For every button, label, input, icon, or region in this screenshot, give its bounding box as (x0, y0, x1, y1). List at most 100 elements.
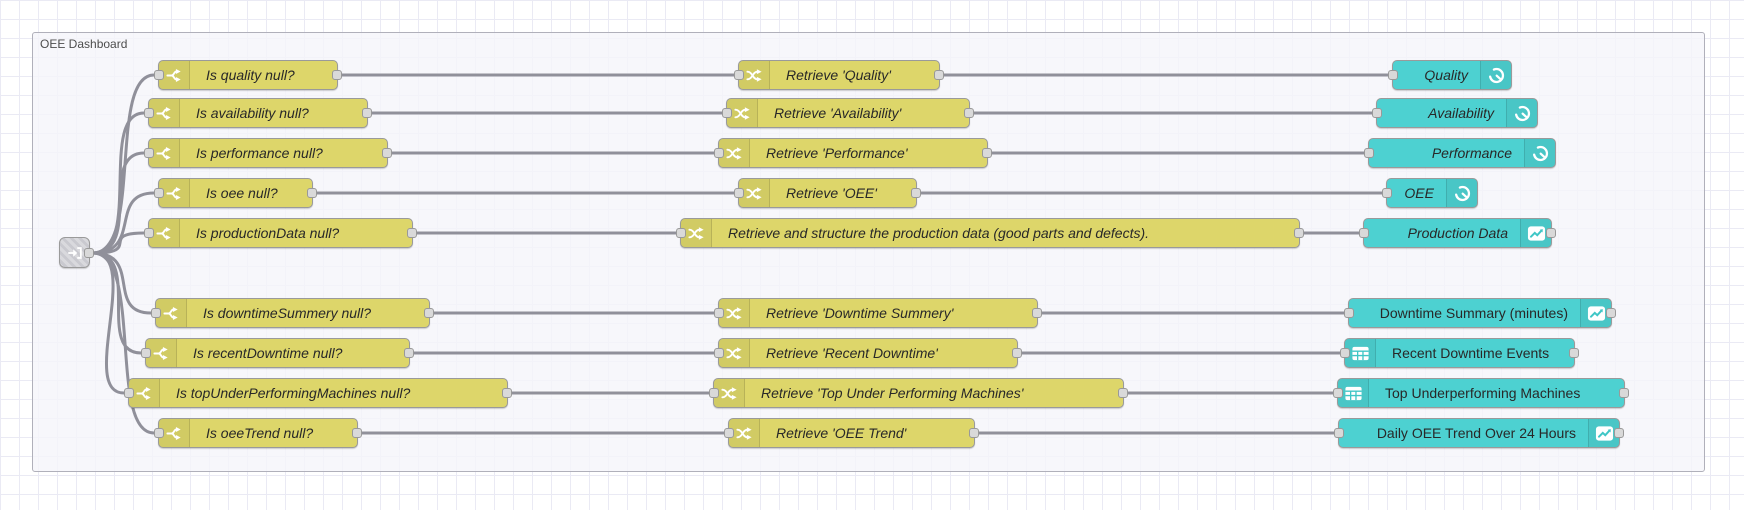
switch-node[interactable]: Is recentDowntime null? (141, 338, 414, 368)
input-port[interactable] (722, 108, 732, 118)
link-output-port[interactable] (84, 247, 94, 258)
link-in-icon (66, 244, 84, 262)
switch-node-label: Is recentDowntime null? (193, 345, 343, 361)
input-port[interactable] (734, 188, 744, 198)
switch-node[interactable]: Is productionData null? (144, 218, 417, 248)
output-port[interactable] (382, 148, 392, 158)
change-node[interactable]: Retrieve 'Availability' (722, 98, 974, 128)
input-port[interactable] (714, 308, 724, 318)
input-port[interactable] (734, 70, 744, 80)
change-node[interactable]: Retrieve 'Quality' (734, 60, 944, 90)
switch-node[interactable]: Is oee null? (154, 178, 317, 208)
gauge-icon (1480, 61, 1511, 89)
dashboard-ui-node-label: Quality (1424, 67, 1468, 83)
output-port[interactable] (407, 228, 417, 238)
output-port[interactable] (1614, 428, 1624, 438)
output-port[interactable] (362, 108, 372, 118)
change-node-label: Retrieve and structure the production da… (728, 225, 1150, 241)
input-port[interactable] (1344, 308, 1354, 318)
wire[interactable] (91, 251, 143, 355)
output-port[interactable] (964, 108, 974, 118)
output-port[interactable] (982, 148, 992, 158)
input-port[interactable] (154, 70, 164, 80)
output-port[interactable] (1118, 388, 1128, 398)
input-port[interactable] (151, 308, 161, 318)
input-port[interactable] (1359, 228, 1369, 238)
dashboard-ui-node[interactable]: Quality (1388, 60, 1512, 90)
input-port[interactable] (144, 228, 154, 238)
input-port[interactable] (714, 348, 724, 358)
change-node[interactable]: Retrieve 'Top Under Performing Machines' (709, 378, 1128, 408)
input-port[interactable] (676, 228, 686, 238)
gauge-icon (1446, 179, 1477, 207)
change-node[interactable]: Retrieve 'Performance' (714, 138, 992, 168)
wire[interactable] (91, 151, 146, 255)
output-port[interactable] (911, 188, 921, 198)
input-port[interactable] (141, 348, 151, 358)
dashboard-ui-node[interactable]: Top Underperforming Machines (1333, 378, 1629, 408)
input-port[interactable] (124, 388, 134, 398)
change-node-label: Retrieve 'OEE' (786, 185, 877, 201)
gauge-icon (1506, 99, 1537, 127)
output-port[interactable] (1546, 228, 1556, 238)
dashboard-ui-node[interactable]: Recent Downtime Events (1340, 338, 1579, 368)
switch-node[interactable]: Is quality null? (154, 60, 342, 90)
change-node[interactable]: Retrieve 'OEE' (734, 178, 921, 208)
switch-icon (159, 419, 190, 447)
input-port[interactable] (1372, 108, 1382, 118)
input-port[interactable] (714, 148, 724, 158)
change-node[interactable]: Retrieve 'Recent Downtime' (714, 338, 1022, 368)
wire[interactable] (91, 231, 146, 255)
wire[interactable] (91, 251, 156, 435)
input-port[interactable] (1364, 148, 1374, 158)
change-node[interactable]: Retrieve 'OEE Trend' (724, 418, 979, 448)
input-port[interactable] (1382, 188, 1392, 198)
input-port[interactable] (154, 428, 164, 438)
switch-node[interactable]: Is oeeTrend null? (154, 418, 362, 448)
switch-node[interactable]: Is performance null? (144, 138, 392, 168)
input-port[interactable] (724, 428, 734, 438)
output-port[interactable] (424, 308, 434, 318)
input-port[interactable] (144, 108, 154, 118)
gauge-icon (1524, 139, 1555, 167)
dashboard-ui-node[interactable]: Performance (1364, 138, 1556, 168)
output-port[interactable] (1032, 308, 1042, 318)
input-port[interactable] (144, 148, 154, 158)
output-port[interactable] (934, 70, 944, 80)
output-port[interactable] (1294, 228, 1304, 238)
dashboard-ui-node[interactable]: Downtime Summary (minutes) (1344, 298, 1616, 328)
switch-node-label: Is performance null? (196, 145, 323, 161)
output-port[interactable] (332, 70, 342, 80)
output-port[interactable] (502, 388, 512, 398)
dashboard-ui-node[interactable]: Production Data (1359, 218, 1556, 248)
dashboard-ui-node[interactable]: Availability (1372, 98, 1538, 128)
input-port[interactable] (154, 188, 164, 198)
table-icon (1338, 379, 1369, 407)
switch-node[interactable]: Is topUnderPerformingMachines null? (124, 378, 512, 408)
output-port[interactable] (1619, 388, 1629, 398)
input-port[interactable] (709, 388, 719, 398)
switch-node[interactable]: Is availability null? (144, 98, 372, 128)
switch-icon (149, 99, 180, 127)
output-port[interactable] (1012, 348, 1022, 358)
input-port[interactable] (1388, 70, 1398, 80)
output-port[interactable] (969, 428, 979, 438)
dashboard-ui-node[interactable]: OEE (1382, 178, 1478, 208)
link-in-node[interactable] (59, 237, 94, 268)
output-port[interactable] (1569, 348, 1579, 358)
switch-node[interactable]: Is downtimeSummery null? (151, 298, 434, 328)
dashboard-ui-node[interactable]: Daily OEE Trend Over 24 Hours (1334, 418, 1624, 448)
dashboard-ui-node-label: Performance (1431, 145, 1512, 161)
input-port[interactable] (1334, 428, 1344, 438)
change-node[interactable]: Retrieve 'Downtime Summery' (714, 298, 1042, 328)
output-port[interactable] (307, 188, 317, 198)
wire[interactable] (91, 191, 156, 255)
output-port[interactable] (1606, 308, 1616, 318)
output-port[interactable] (352, 428, 362, 438)
output-port[interactable] (404, 348, 414, 358)
input-port[interactable] (1340, 348, 1350, 358)
change-node[interactable]: Retrieve and structure the production da… (676, 218, 1304, 248)
input-port[interactable] (1333, 388, 1343, 398)
